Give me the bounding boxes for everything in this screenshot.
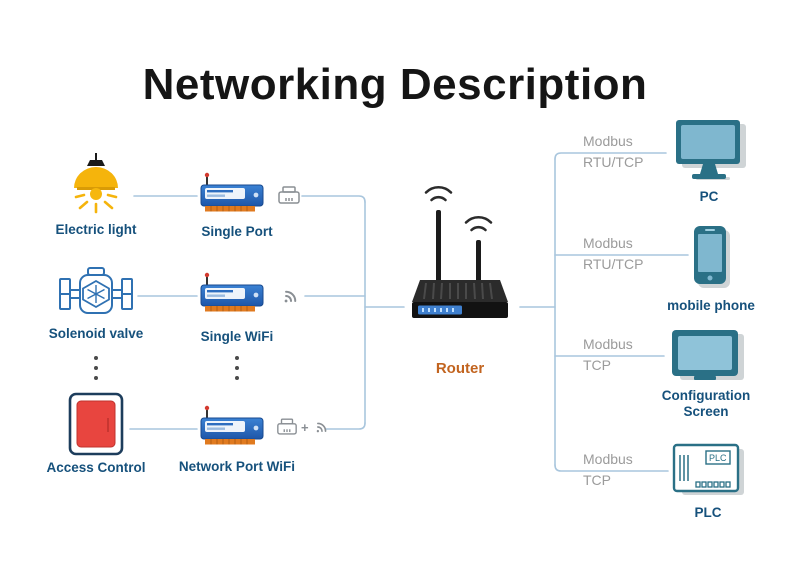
plc-icon: PLC	[672, 443, 744, 495]
protocol-label-config: Modbus TCP	[583, 334, 633, 376]
router-icon	[412, 185, 508, 318]
configuration-screen-icon	[672, 330, 744, 380]
plus-sign: +	[301, 419, 309, 435]
ethernet-port-icon	[278, 186, 300, 204]
device-label-access-control: Access Control	[46, 460, 146, 475]
mobile-phone-icon	[694, 226, 730, 288]
solenoid-valve-icon	[59, 267, 133, 314]
electric-light-icon	[74, 153, 118, 214]
module-label-single-port: Single Port	[201, 224, 273, 239]
ellipsis-dots-left	[94, 356, 98, 380]
ethernet-plus-wifi-icon: +	[276, 417, 332, 437]
plc-icon-text: PLC	[709, 453, 727, 463]
protocol-name: Modbus	[583, 133, 633, 149]
protocol-transport: TCP	[583, 472, 611, 488]
single-wifi-module-icon	[200, 272, 264, 312]
page-title: Networking Description	[142, 60, 648, 109]
device-label-electric-light: Electric light	[55, 222, 137, 237]
ellipsis-dots-middle	[235, 356, 239, 380]
protocol-label-pc: Modbus RTU/TCP	[583, 131, 643, 173]
network-port-wifi-module-icon	[200, 405, 264, 445]
protocol-transport: RTU/TCP	[583, 154, 644, 170]
protocol-transport: TCP	[583, 357, 611, 373]
device-label-plc: PLC	[694, 505, 722, 520]
access-control-icon	[68, 392, 124, 456]
pc-icon	[676, 120, 746, 180]
ethernet-port-icon	[277, 418, 297, 435]
module-label-network-port-wifi: Network Port WiFi	[178, 459, 296, 474]
device-label-configuration-screen: Configuration Screen	[661, 388, 751, 420]
single-port-module-icon	[200, 172, 264, 212]
wifi-signal-icon	[284, 290, 297, 303]
module-label-single-wifi: Single WiFi	[200, 329, 274, 344]
device-label-pc: PC	[699, 189, 719, 204]
protocol-label-plc: Modbus TCP	[583, 449, 633, 491]
protocol-name: Modbus	[583, 451, 633, 467]
protocol-transport: RTU/TCP	[583, 256, 644, 272]
device-label-solenoid-valve: Solenoid valve	[48, 326, 144, 341]
wifi-signal-icon	[316, 422, 326, 433]
device-label-mobile-phone: mobile phone	[667, 298, 755, 313]
protocol-name: Modbus	[583, 336, 633, 352]
protocol-label-phone: Modbus RTU/TCP	[583, 233, 643, 275]
router-label: Router	[435, 360, 485, 377]
protocol-name: Modbus	[583, 235, 633, 251]
